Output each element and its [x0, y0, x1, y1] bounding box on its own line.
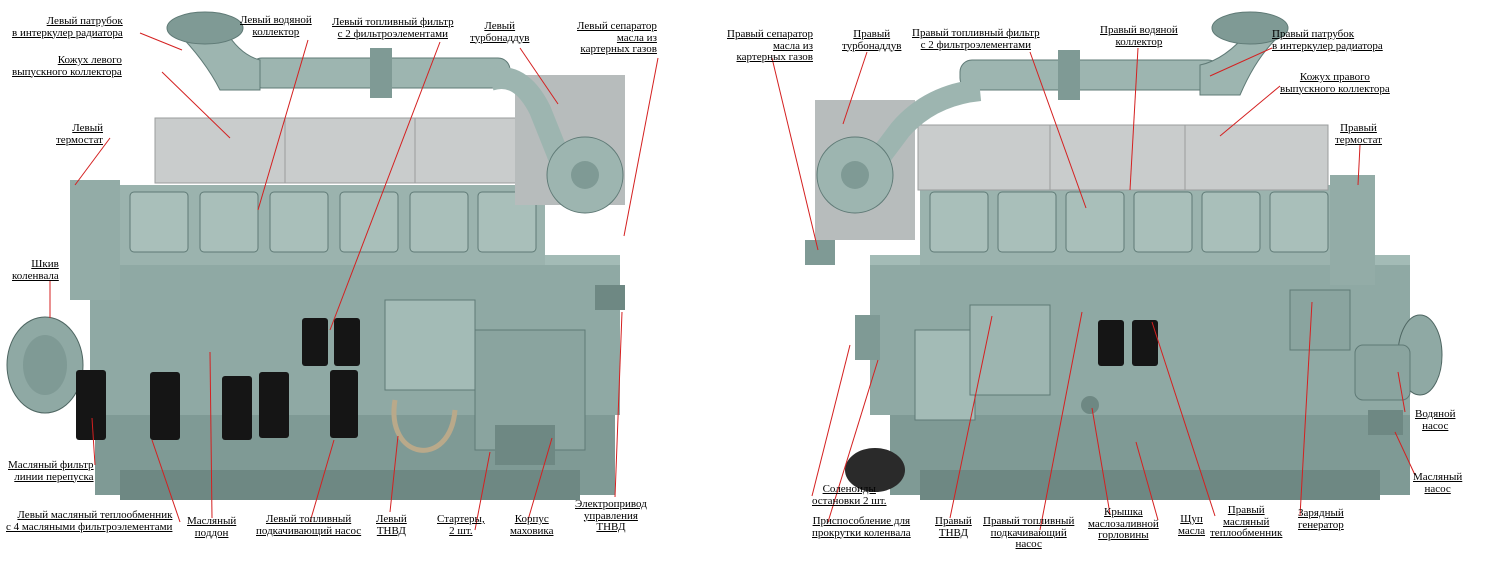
label-oil-pan: Масляный поддон — [187, 515, 237, 539]
label-water-pump: Водяной насос — [1415, 408, 1456, 432]
label-right-oil-separator: Правый сепаратор масла из картерных газо… — [727, 28, 813, 63]
label-right-thermostat: Правый термостат — [1335, 122, 1382, 146]
label-right-intercooler-pipe: Правый патрубок в интеркулер радиатора — [1272, 28, 1383, 52]
label-bypass-oil-filter: Масляный фильтр линии перепуска — [8, 459, 94, 483]
label-right-fuel-filter: Правый топливный фильтр с 2 фильтроэлеме… — [912, 27, 1040, 51]
label-pump-actuator: Электропривод управления ТНВД — [575, 498, 647, 533]
right-engine-illustration — [805, 11, 1443, 500]
leader-lines — [49, 32, 1416, 531]
label-stop-solenoids: Соленоиды остановки 2 шт. — [812, 483, 887, 507]
label-right-oil-cooler: Правый масляный теплообменник — [1210, 504, 1283, 539]
label-oil-dipstick: Щуп масла — [1178, 513, 1206, 537]
label-crank-pulley: Шкив коленвала — [12, 258, 59, 282]
label-alternator: Зарядный генератор — [1298, 507, 1344, 531]
label-oil-pump: Масляный насос — [1413, 471, 1463, 495]
label-right-injection-pump: Правый ТНВД — [935, 515, 972, 539]
label-left-injection-pump: Левый ТНВД — [376, 513, 407, 537]
label-right-turbo: Правый турбонаддув — [842, 28, 902, 52]
label-oil-filler-cap: Крышка маслозаливной горловины — [1088, 506, 1159, 541]
label-right-water-collector: Правый водяной коллектор — [1100, 24, 1178, 48]
label-left-water-collector: Левый водяной коллектор — [240, 14, 312, 38]
left-engine-illustration — [6, 11, 625, 500]
label-starters: Стартеры, 2 шт. — [437, 513, 485, 537]
label-left-fuel-filter: Левый топливный фильтр с 2 фильтроэлемен… — [332, 16, 454, 40]
label-left-exhaust-cover: Кожух левого выпускного коллектора — [12, 54, 122, 78]
label-right-feed-pump: Правый топливный подкачивающий насос — [983, 515, 1075, 550]
label-left-intercooler-pipe: Левый патрубок в интеркулер радиатора — [12, 15, 123, 39]
label-flywheel-housing: Корпус маховика — [510, 513, 554, 537]
label-left-feed-pump: Левый топливный подкачивающий насос — [256, 513, 362, 537]
label-right-exhaust-cover: Кожух правого выпускного коллектора — [1280, 71, 1390, 95]
label-crank-tool: Приспособление для прокрутки коленвала — [812, 515, 911, 539]
label-left-oil-cooler: Левый масляный теплообменник с 4 масляны… — [6, 509, 173, 533]
label-left-turbo: Левый турбонаддув — [470, 20, 530, 44]
label-left-oil-separator: Левый сепаратор масла из картерных газов — [577, 20, 657, 55]
label-left-thermostat: Левый термостат — [56, 122, 103, 146]
